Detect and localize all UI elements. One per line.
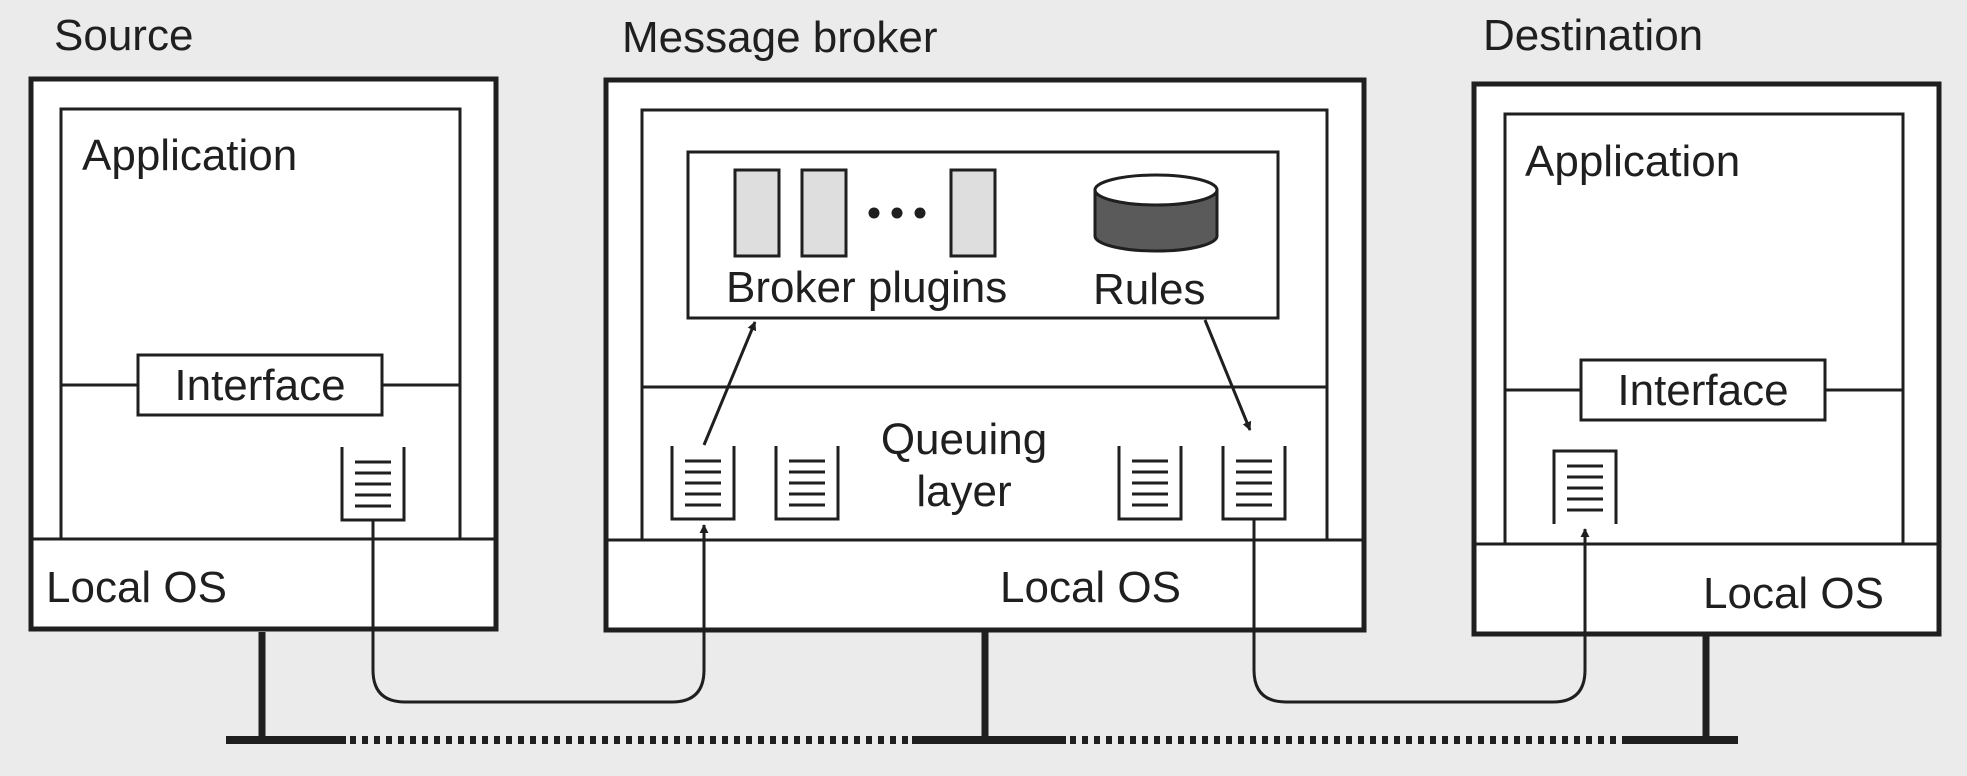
queuing-layer-label-line2: layer xyxy=(916,467,1011,516)
destination-machine: Application Interface Local OS xyxy=(1471,81,1942,637)
broker-os-label: Local OS xyxy=(1000,563,1181,612)
broker-plugins-ellipsis xyxy=(868,207,926,219)
network-bus xyxy=(226,632,1738,744)
destination-os-label: Local OS xyxy=(1703,569,1884,618)
source-interface-box xyxy=(136,353,384,417)
destination-queue-icon xyxy=(1552,449,1618,524)
broker-queue-icon-3 xyxy=(1117,446,1183,521)
broker-plugin-n xyxy=(949,168,997,258)
queue-to-plugins-arrow xyxy=(702,321,757,446)
destination-interface-box xyxy=(1579,358,1827,422)
rules-database-icon xyxy=(1093,173,1219,253)
broker-queue-icon-4 xyxy=(1221,446,1287,521)
broker-plugins-label: Broker plugins xyxy=(726,263,1007,312)
destination-interface-label: Interface xyxy=(1617,366,1788,415)
rules-label: Rules xyxy=(1093,265,1206,314)
source-title: Source xyxy=(54,11,193,60)
broker-machine: Broker plugins Rules Queuing layer xyxy=(603,77,1367,633)
source-interface-label: Interface xyxy=(174,361,345,410)
queuing-layer-label-line1: Queuing xyxy=(881,415,1047,464)
source-machine: Application Interface Local OS xyxy=(28,76,499,632)
broker-plugin-1 xyxy=(733,168,781,258)
broker-queue-icon-1 xyxy=(670,446,736,521)
source-os-label: Local OS xyxy=(46,563,227,612)
rules-to-queue-arrow xyxy=(1203,319,1252,431)
source-application-label: Application xyxy=(82,131,297,180)
source-to-broker-path xyxy=(371,520,709,704)
source-queue-icon xyxy=(340,447,406,522)
broker-queue-icon-2 xyxy=(774,446,840,521)
broker-to-destination-path xyxy=(1252,520,1590,704)
broker-title: Message broker xyxy=(622,13,937,62)
broker-plugin-2 xyxy=(800,168,848,258)
destination-title: Destination xyxy=(1483,11,1703,60)
destination-application-label: Application xyxy=(1525,137,1740,186)
message-flow xyxy=(371,319,1590,704)
